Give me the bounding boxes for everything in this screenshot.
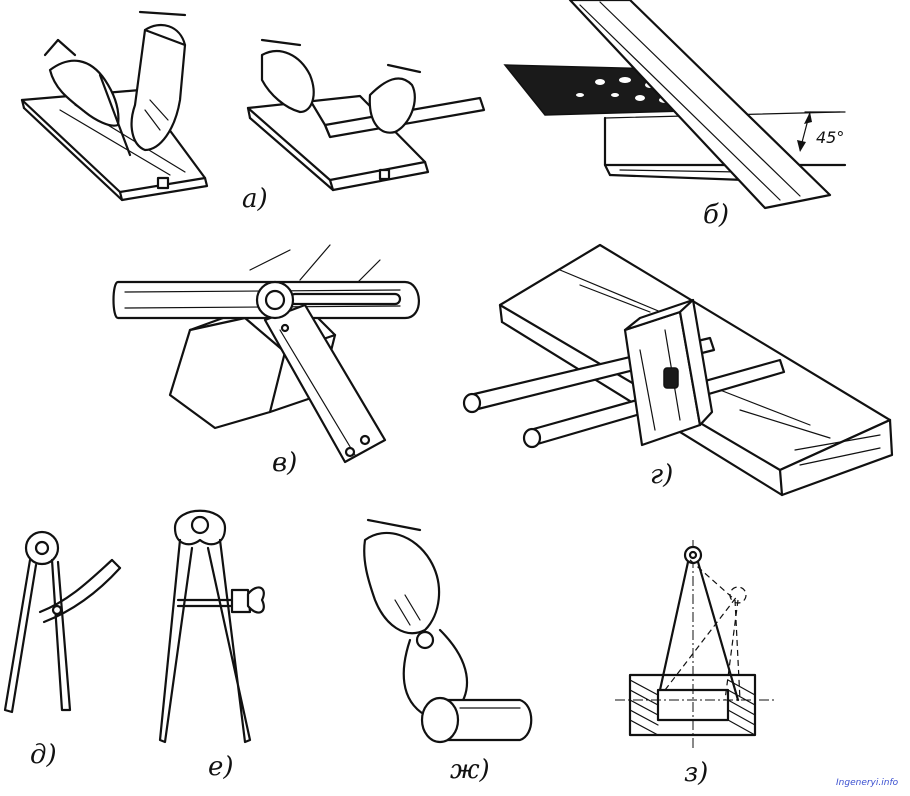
label-g: г)	[650, 460, 674, 490]
label-a: а)	[242, 184, 268, 214]
panel-a-square-marking	[246, 38, 486, 192]
panel-zh-calipers	[363, 518, 533, 744]
label-d: д)	[30, 740, 57, 770]
watermark-text: Ingeneryi.info	[836, 778, 899, 788]
panel-d-wing-compass	[3, 530, 122, 714]
panel-g-marking-gauge	[462, 243, 894, 497]
label-v: в)	[272, 448, 298, 478]
panel-v-sliding-bevel	[112, 244, 420, 464]
angle-label: 45°	[816, 128, 845, 147]
panel-b-mitre-square	[503, 0, 847, 210]
panel-z-centre-scribing	[615, 540, 775, 750]
label-zh: ж)	[450, 755, 490, 785]
panel-a-pencil-marking	[20, 10, 209, 202]
label-b: б)	[703, 200, 730, 230]
label-e: е)	[208, 752, 234, 782]
panel-e-spring-dividers	[158, 509, 265, 744]
label-z: з)	[684, 758, 709, 788]
